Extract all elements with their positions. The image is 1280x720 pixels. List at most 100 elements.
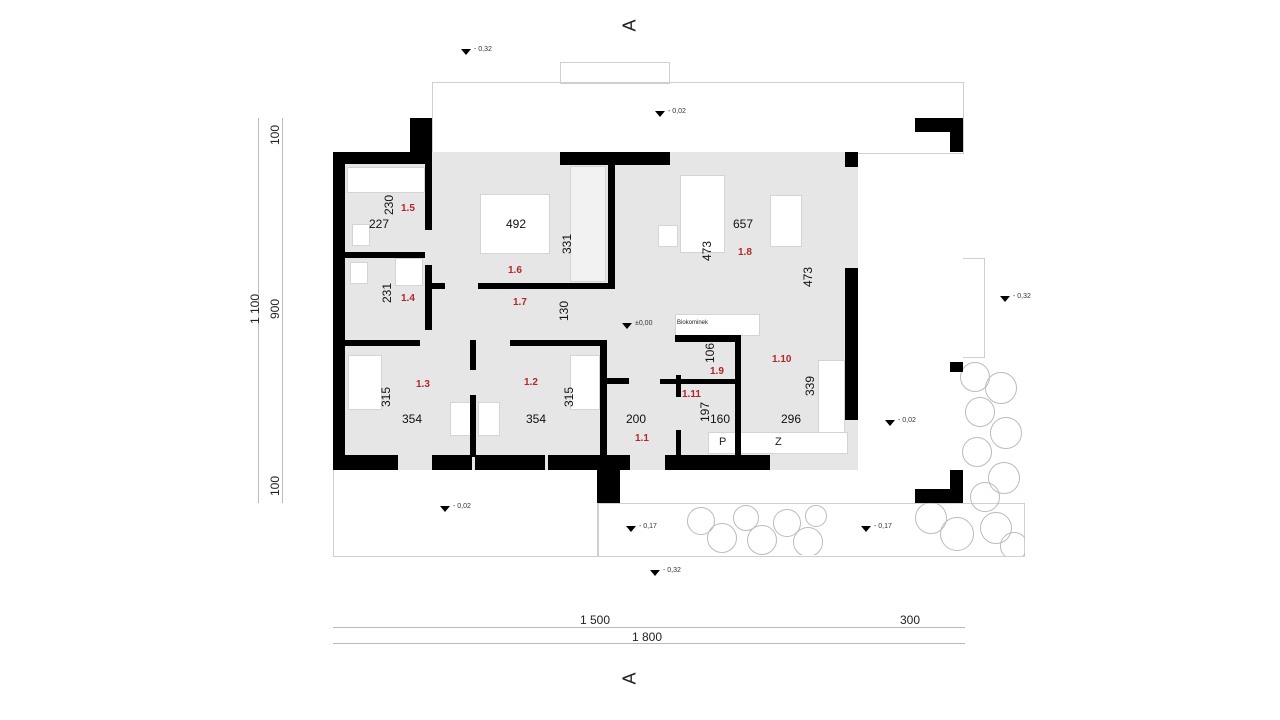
toilet-1-4 [350,262,368,284]
wall [425,160,432,230]
room-dim: 331 [560,233,575,255]
dim-bottom-terrace: 300 [900,613,921,627]
room-label-1-7: 1.7 [513,297,527,308]
wall [676,375,681,397]
wall [478,283,615,289]
bed-1-2 [570,355,600,410]
level-marker: - 0,02 [655,108,686,117]
wall [470,340,476,370]
wall [607,378,629,384]
room-dim: 339 [803,375,818,397]
level-marker: - 0,17 [861,523,892,532]
room-label-1-4: 1.4 [401,293,415,304]
room-dim: 473 [700,240,715,262]
room-dim: 227 [369,217,390,231]
armchair [658,225,678,247]
room-dim: 231 [380,282,395,304]
room-label-1-10: 1.10 [772,354,792,365]
room-dim: 160 [710,412,731,426]
wall [432,455,472,470]
bed-1-3 [348,355,382,410]
wall [600,340,607,457]
level-marker: - 0,02 [440,503,471,512]
dim-bottom-total: 1 800 [632,630,663,644]
desk-1-2 [478,402,500,436]
kitchen-row [708,432,848,454]
terrace-north [432,82,964,154]
wall [676,430,681,457]
room-label-1-9: 1.9 [710,366,724,377]
terrace-south [333,468,599,557]
wall [432,283,445,289]
dim-left-top: 100 [268,124,283,146]
level-marker: - 0,02 [885,417,916,426]
dimension-line [282,118,283,503]
wardrobe [570,166,606,282]
wall [845,268,858,420]
vegetation-east [910,362,1025,556]
sofa [680,175,725,253]
room-label-1-5: 1.5 [401,203,415,214]
level-marker: - 0,32 [650,567,681,576]
room-label-1-1: 1.1 [635,433,649,444]
room-dim: 354 [526,412,547,426]
level-marker: - 0,17 [626,523,657,532]
room-dim: 354 [402,412,423,426]
level-marker: ±0,00 [622,320,652,329]
bed-1-6 [480,194,550,254]
kitchen-counter [818,360,845,440]
dim-left-middle: 900 [268,298,283,320]
wall [345,252,425,258]
wall [475,455,545,470]
dim-left-total: 1 100 [248,293,263,325]
room-dim: 296 [781,412,802,426]
level-marker: - 0,32 [461,46,492,55]
room-dim: 315 [379,386,394,408]
dim-bottom-main: 1 500 [580,613,611,627]
wall [735,335,741,460]
wall [665,455,770,470]
room-dim: 492 [506,217,527,231]
bathtub [347,167,425,193]
wall [608,165,615,289]
wall [560,152,670,165]
section-mark-bottom: A [619,672,640,685]
vegetation-south [685,505,828,555]
level-marker: - 0,32 [1000,293,1031,302]
shower [395,258,423,286]
wall [845,152,858,167]
wall [333,152,345,470]
section-mark-top: A [619,19,640,32]
room-dim: 473 [801,266,816,288]
wall [660,379,740,384]
room-dim: 200 [626,412,647,426]
wall [425,265,432,330]
wall [510,340,607,346]
room-dim: 106 [703,342,718,364]
room-label-1-11: 1.11 [682,389,701,400]
room-label-1-3: 1.3 [416,379,430,390]
wall [470,395,476,457]
terrace-east [963,258,985,358]
wall [345,340,420,346]
dimension-line [333,627,965,628]
pergola-post [950,362,963,372]
toilet [352,224,370,246]
room-dim: 130 [557,300,572,322]
room-dim: 230 [382,194,397,216]
wall [597,455,620,503]
dim-left-bottom: 100 [268,475,283,497]
room-dim: 657 [733,217,754,231]
room-label-1-2: 1.2 [524,377,538,388]
desk-1-3 [450,402,472,436]
room-dim: 315 [562,386,577,408]
wall [675,335,741,342]
wall [333,455,398,470]
pergola-corner [950,118,963,152]
wall [333,152,432,164]
dimension-line [258,118,259,503]
room-label-1-8: 1.8 [738,247,752,258]
dining-table [770,195,802,247]
pergola-corner [950,470,963,503]
wall [410,118,432,164]
